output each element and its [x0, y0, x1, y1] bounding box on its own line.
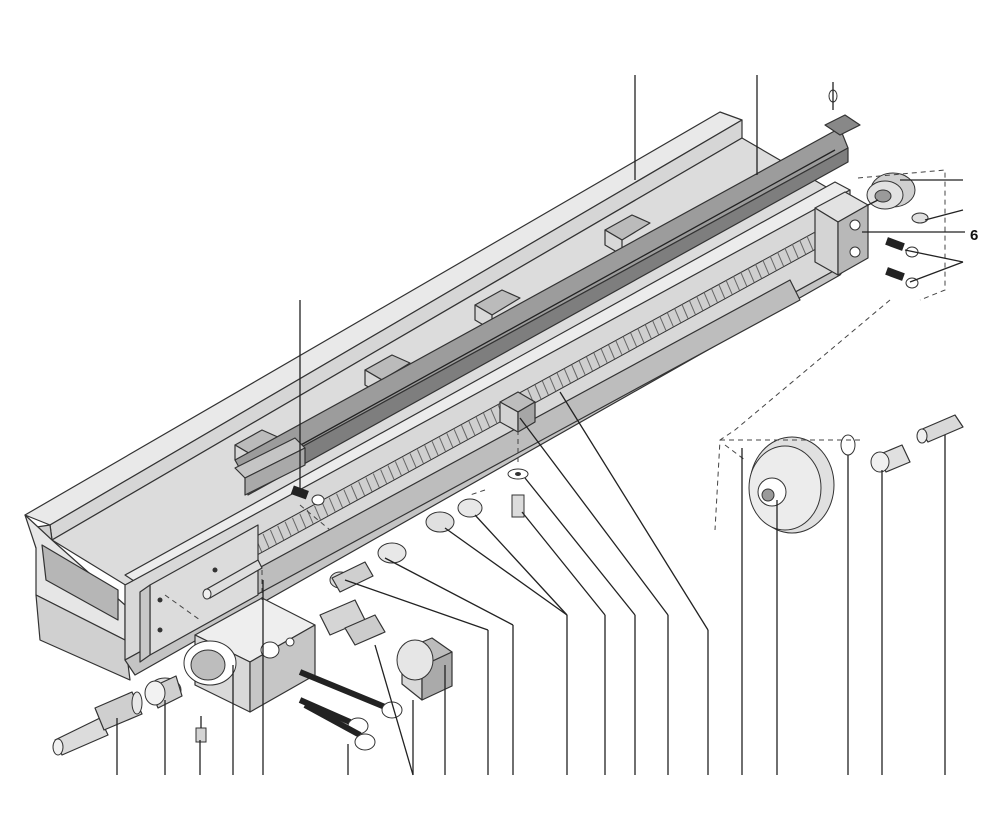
thread-mark — [299, 513, 307, 528]
ball-nut — [499, 391, 536, 433]
thread-mark — [571, 364, 579, 380]
thread-mark — [438, 437, 446, 452]
thread-mark — [615, 340, 623, 355]
thread-mark — [365, 477, 373, 492]
thread-mark — [372, 473, 380, 488]
handwheel — [748, 436, 835, 534]
thread-mark — [284, 521, 292, 537]
right-small-parts — [885, 212, 929, 289]
thread-mark — [674, 308, 682, 323]
thread-mark — [718, 284, 726, 299]
thread-mark — [608, 344, 615, 359]
thread-mark — [534, 384, 542, 400]
thread-mark — [549, 376, 557, 392]
thread-mark — [769, 256, 777, 271]
thread-mark — [740, 272, 748, 287]
thread-mark — [659, 316, 667, 331]
thread-mark — [409, 453, 417, 468]
coupling-sleeve — [144, 675, 183, 709]
thread-mark — [703, 292, 711, 307]
thread-mark — [358, 481, 366, 496]
thread-mark — [328, 497, 336, 512]
thread-mark — [762, 260, 770, 275]
thread-mark — [777, 251, 785, 267]
leader-lines — [116, 75, 965, 776]
thread-mark — [791, 243, 799, 259]
thread-mark — [755, 264, 762, 279]
thread-mark — [314, 505, 321, 520]
right-spacer — [840, 414, 964, 473]
left-rod — [202, 559, 263, 600]
thread-mark — [747, 268, 755, 283]
thread-mark — [262, 533, 270, 549]
thread-mark — [593, 352, 601, 367]
thread-mark — [666, 312, 674, 327]
thread-mark — [725, 280, 733, 295]
thread-mark — [350, 485, 358, 500]
set-screw — [195, 716, 207, 743]
thread-mark — [784, 247, 792, 263]
callout-label-6: 6 — [970, 227, 978, 244]
thread-mark — [799, 239, 807, 255]
thread-mark — [431, 441, 439, 456]
thread-mark — [387, 465, 395, 480]
thread-mark — [585, 356, 593, 372]
thread-mark — [681, 304, 689, 319]
thread-mark — [446, 433, 454, 448]
thread-mark — [622, 336, 630, 351]
thread-mark — [541, 380, 549, 396]
right-assembly-dash — [714, 169, 946, 531]
thread-mark — [291, 517, 299, 533]
thread-mark — [461, 425, 468, 440]
thread-mark — [468, 421, 476, 436]
thread-mark — [416, 449, 424, 464]
thread-mark — [710, 288, 718, 303]
stepped-shaft — [52, 691, 143, 756]
thread-mark — [556, 372, 564, 388]
washer-and-bolt — [507, 430, 529, 518]
right-timing-pulley — [866, 172, 916, 210]
linear-guide-rail — [234, 127, 849, 496]
thread-mark — [453, 429, 461, 444]
thread-mark — [380, 469, 388, 484]
thread-mark — [652, 320, 660, 335]
thread-mark — [269, 529, 277, 545]
thread-mark — [688, 300, 696, 315]
thread-mark — [644, 324, 652, 339]
thread-mark — [732, 276, 740, 291]
thread-mark — [343, 489, 351, 504]
thread-mark — [483, 412, 491, 428]
thread-mark — [578, 360, 586, 376]
thread-mark — [321, 501, 329, 516]
bed-casting — [24, 111, 851, 681]
thread-mark — [402, 457, 410, 472]
thread-mark — [336, 493, 344, 508]
thread-mark — [600, 348, 608, 363]
thread-mark — [394, 461, 402, 476]
thread-mark — [563, 368, 571, 384]
thread-mark — [490, 408, 498, 424]
motor-mount-block — [183, 597, 316, 713]
right-bearing-block — [814, 191, 869, 276]
thread-mark — [696, 296, 704, 311]
long-bolts — [298, 669, 403, 751]
thread-mark — [277, 525, 285, 541]
rail-end-block — [234, 437, 325, 506]
thread-mark — [637, 328, 645, 343]
thread-mark — [630, 332, 638, 347]
motor-cap — [396, 637, 453, 701]
top-pin — [824, 82, 861, 136]
thread-mark — [475, 417, 483, 432]
thread-mark — [424, 445, 432, 460]
thread-mark — [806, 235, 814, 251]
middle-coupling-parts — [319, 498, 483, 646]
left-assembly-dash — [164, 489, 486, 621]
